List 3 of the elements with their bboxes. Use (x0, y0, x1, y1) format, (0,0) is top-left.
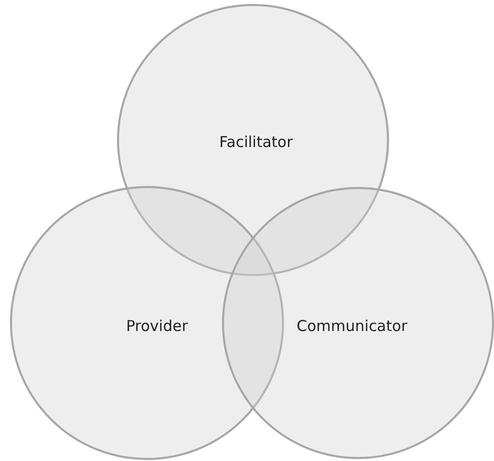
circle-label: Provider (126, 317, 188, 335)
circle-label: Facilitator (219, 133, 293, 151)
circle-label: Communicator (296, 317, 408, 335)
